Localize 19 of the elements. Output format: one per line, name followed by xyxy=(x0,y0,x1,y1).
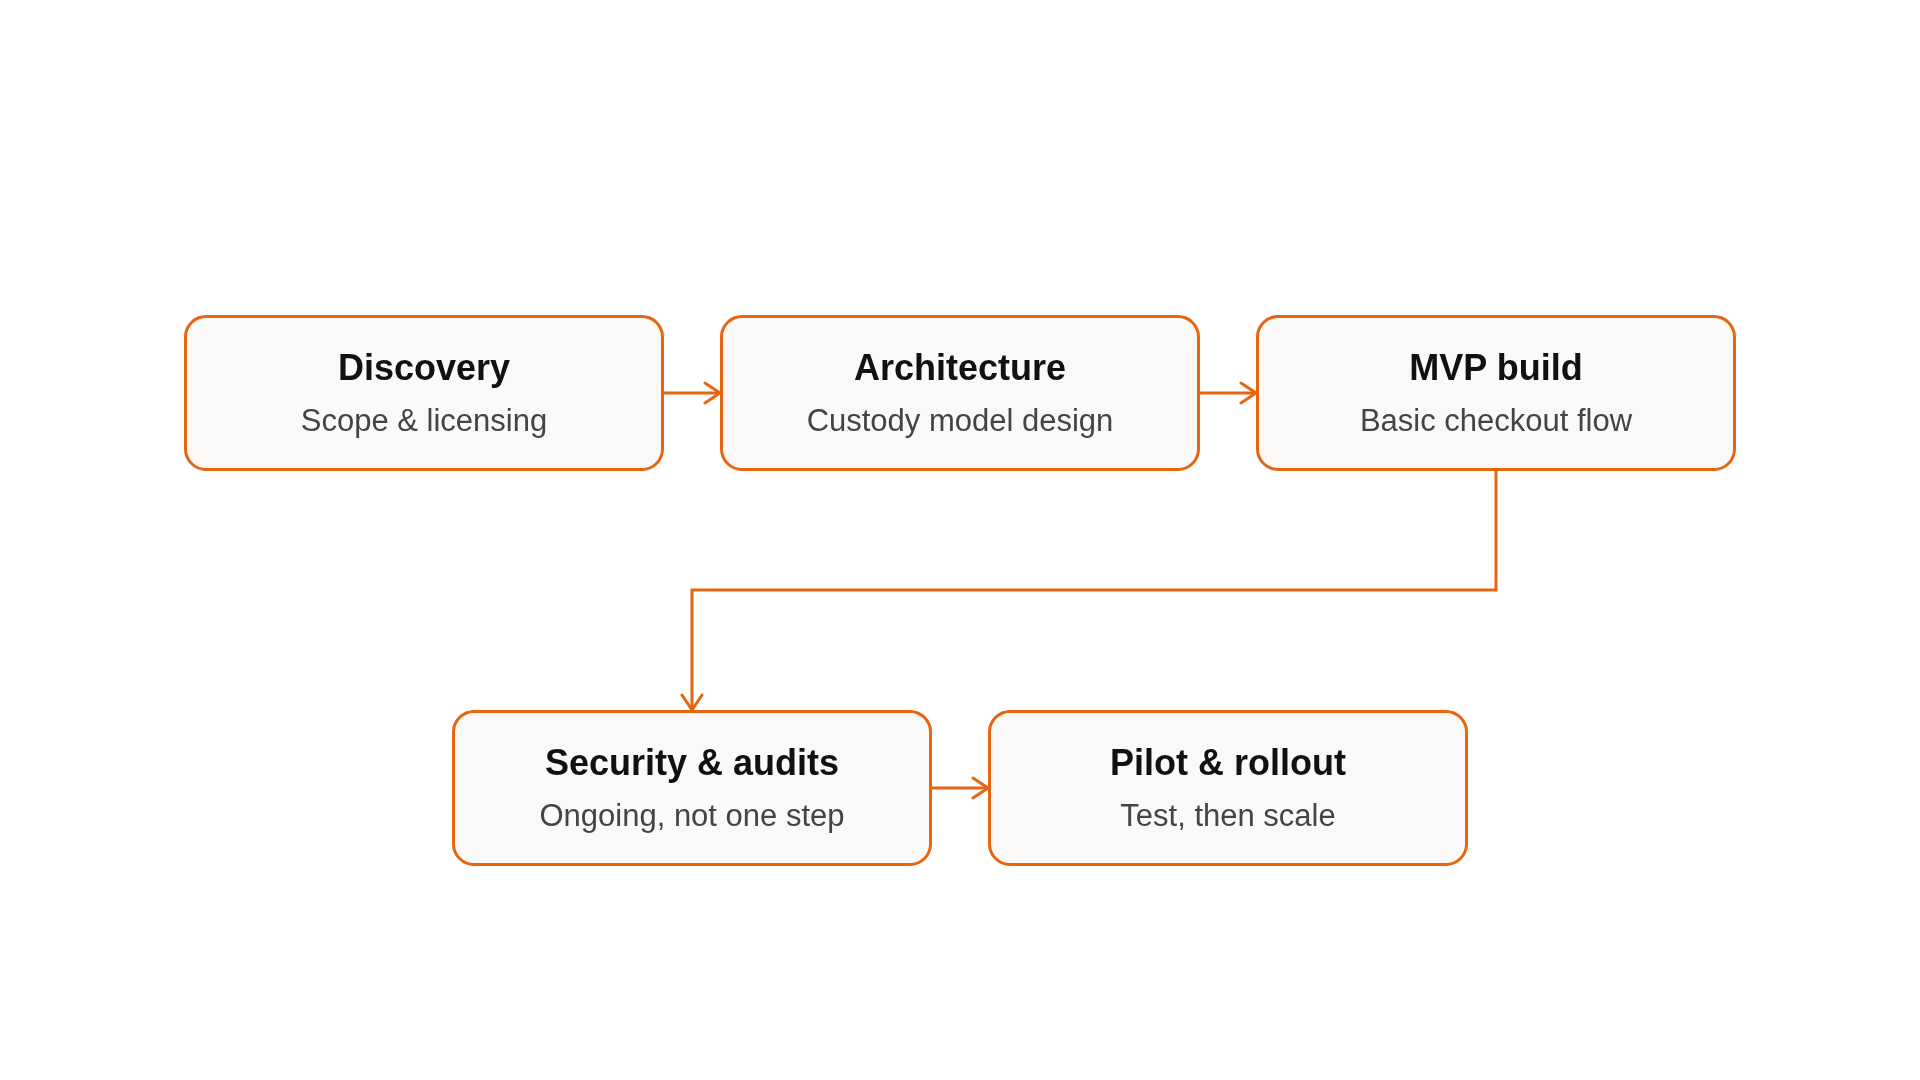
step-title: Discovery xyxy=(337,347,511,389)
step-title: Architecture xyxy=(853,347,1067,389)
process-box xyxy=(452,710,932,866)
arrow xyxy=(680,471,1498,712)
process-box xyxy=(1256,315,1736,471)
process-box xyxy=(988,710,1468,866)
step-title: Security & audits xyxy=(544,742,840,784)
arrow xyxy=(932,776,990,800)
arrow xyxy=(664,381,722,405)
step-description: Test, then scale xyxy=(1120,797,1336,834)
step-title: Pilot & rollout xyxy=(1110,742,1346,784)
process-box xyxy=(184,315,664,471)
step-description: Custody model design xyxy=(806,402,1114,439)
step-description: Scope & licensing xyxy=(300,402,548,439)
process-box xyxy=(720,315,1200,471)
step-title: MVP build xyxy=(1409,347,1583,389)
step-description: Basic checkout flow xyxy=(1359,402,1633,439)
arrow xyxy=(1200,381,1258,405)
step-description: Ongoing, not one step xyxy=(539,797,845,834)
